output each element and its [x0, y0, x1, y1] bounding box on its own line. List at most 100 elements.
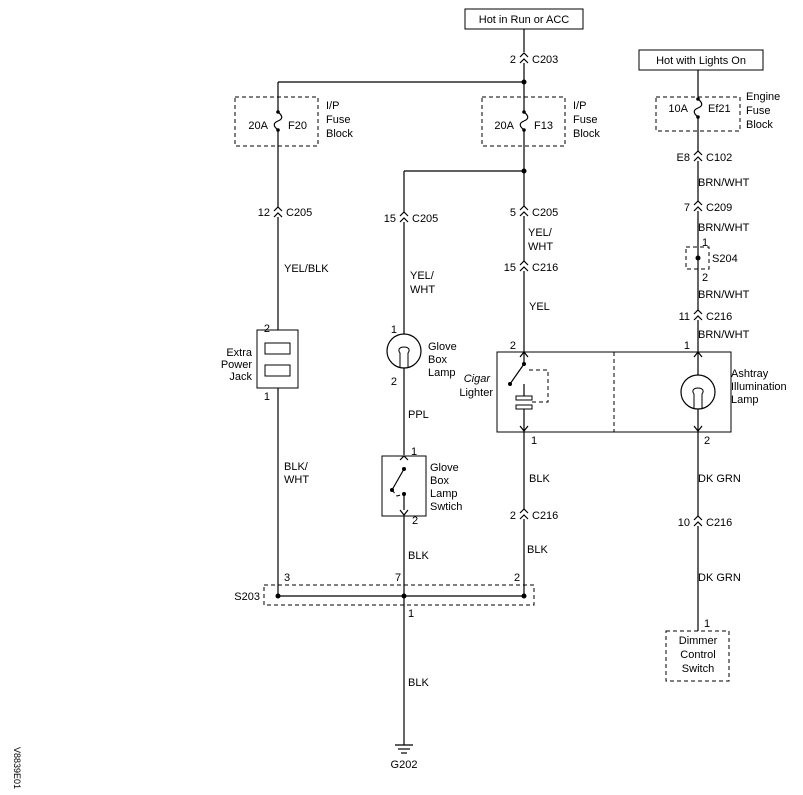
c216-d-name: C216	[706, 517, 732, 529]
fuse-block-f13	[481, 96, 566, 147]
ashtray-pin-top: 1	[684, 340, 690, 352]
wire-brn-wht-label-1: BRN/WHT	[698, 177, 750, 189]
f20-block-l1: I/P	[326, 100, 339, 112]
cigar-pin-bottom: 1	[531, 435, 537, 447]
wire-yel-label: YEL	[529, 301, 550, 313]
ashtray-l2: Illumination	[731, 381, 787, 393]
s203-name: S203	[234, 591, 260, 603]
f13-block-l3: Block	[573, 128, 600, 140]
c216-d-pin: 10	[678, 517, 690, 529]
c216-c-name: C216	[706, 311, 732, 323]
cigar-blade	[509, 363, 525, 385]
c205-c-name: C205	[532, 207, 558, 219]
c216-a-name: C216	[532, 262, 558, 274]
glove-lamp-pin-bottom: 2	[391, 376, 397, 388]
ashtray-arrow-bottom	[693, 425, 703, 432]
splice-s203-box	[263, 584, 535, 606]
glove-lamp-pin-top: 1	[391, 324, 397, 336]
s203-pin-3: 3	[284, 572, 290, 584]
glove-switch-l3: Lamp	[430, 488, 458, 500]
c102-name: C102	[706, 152, 732, 164]
cigar-ashtray-assembly	[496, 351, 732, 433]
splice-s204-box	[685, 246, 710, 270]
c205-c-pin: 5	[510, 207, 516, 219]
cigar-pivot	[508, 382, 512, 386]
glove-switch-arrow-top	[399, 455, 409, 461]
connector-c216-c-icon	[693, 309, 703, 321]
dimmer-switch-box	[665, 630, 730, 682]
power-jack-body	[256, 329, 299, 389]
connector-c216-a-icon	[519, 260, 529, 272]
f13-rating: 20A	[494, 120, 514, 132]
c205-b-name: C205	[412, 213, 438, 225]
glove-lamp-l1: Glove	[428, 341, 457, 353]
source-run-acc: Hot in Run or ACC	[479, 14, 570, 26]
wire-blk-wht-label-a: BLK/	[284, 461, 309, 473]
c203-pin: 2	[510, 54, 516, 66]
s203-pin-1: 1	[408, 608, 414, 620]
c203-name: C203	[532, 54, 558, 66]
f20-block-l2: Fuse	[326, 114, 350, 126]
s204-name: S204	[712, 253, 738, 265]
glove-lamp-l2: Box	[428, 354, 447, 366]
power-jack-slot-1	[264, 342, 291, 355]
doc-id: V8839E01	[12, 747, 22, 789]
c205-a-name: C205	[286, 207, 312, 219]
power-jack-l1: Extra	[226, 347, 253, 359]
cigar-thermal-link	[529, 369, 549, 403]
ashtray-pin-bottom: 2	[704, 435, 710, 447]
wire-blk-wht-label-b: WHT	[284, 474, 309, 486]
dimmer-l2: Control	[680, 649, 715, 661]
connector-c205-c-icon	[519, 205, 529, 217]
c102-pin: E8	[677, 152, 690, 164]
wire-brn-wht-label-2: BRN/WHT	[698, 222, 750, 234]
power-jack-pin-top: 2	[264, 323, 270, 335]
wire-dk-grn-label-1: DK GRN	[698, 473, 741, 485]
glove-switch-l4: Swtich	[430, 501, 462, 513]
ashtray-l1: Ashtray	[731, 368, 769, 380]
s203-node-3	[275, 593, 281, 599]
wire-yel-blk-label: YEL/BLK	[284, 263, 329, 275]
wire-brn-wht-label-4: BRN/WHT	[698, 329, 750, 341]
dimmer-l1: Dimmer	[679, 635, 718, 647]
connector-c209-icon	[693, 200, 703, 212]
s204-pin-1: 1	[702, 237, 708, 249]
glove-switch-arrow-bottom	[399, 509, 409, 516]
ashtray-lamp-bulb-icon	[680, 374, 716, 410]
wire-blk-label-1: BLK	[408, 550, 429, 562]
fuse-block-ef21	[655, 96, 741, 132]
fuse-block-f20	[234, 96, 319, 147]
s203-pin-2: 2	[514, 572, 520, 584]
wire-dk-grn-label-2: DK GRN	[698, 572, 741, 584]
c205-a-pin: 12	[258, 207, 270, 219]
ground-g202: G202	[391, 759, 418, 771]
power-jack-l3: Jack	[229, 371, 252, 383]
s203-pin-7: 7	[395, 572, 401, 584]
cigar-l2: Lighter	[459, 387, 493, 399]
s204-node	[695, 255, 701, 261]
connector-c205-a-icon	[273, 206, 283, 218]
dimmer-l3: Switch	[682, 663, 714, 675]
connector-c205-b-icon	[399, 211, 409, 223]
c216-a-pin: 15	[504, 262, 516, 274]
glove-lamp-l3: Lamp	[428, 367, 456, 379]
wire-ppl-label: PPL	[408, 409, 429, 421]
power-jack-pin-bottom: 1	[264, 391, 270, 403]
wire-yel-wht-1b: WHT	[410, 284, 435, 296]
cigar-element-2	[515, 404, 533, 410]
cigar-element-1	[515, 395, 533, 401]
power-jack-slot-2	[264, 364, 291, 377]
wire-blk-label-2: BLK	[529, 473, 550, 485]
glove-switch-blade	[391, 468, 405, 491]
dimmer-pin: 1	[704, 618, 710, 630]
wire-yel-wht-2a: YEL/	[528, 227, 553, 239]
wire-blk-label-4: BLK	[408, 677, 429, 689]
c209-name: C209	[706, 202, 732, 214]
glove-switch-pin-bottom: 2	[412, 515, 418, 527]
cigar-pin-top: 2	[510, 340, 516, 352]
glove-switch-linkage	[391, 489, 405, 497]
c216-b-pin: 2	[510, 510, 516, 522]
s204-pin-2: 2	[702, 272, 708, 284]
f20-rating: 20A	[248, 120, 268, 132]
